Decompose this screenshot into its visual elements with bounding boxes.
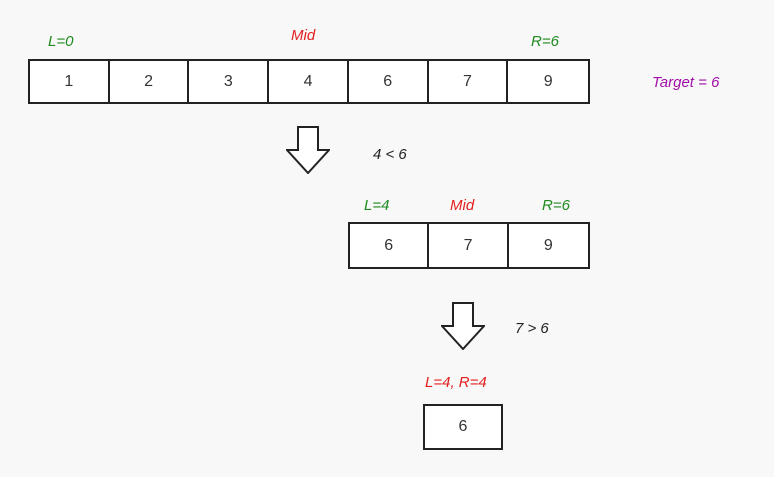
step3-array: 6 — [423, 404, 503, 450]
target-label: Target = 6 — [652, 74, 720, 91]
array-cell: 6 — [458, 418, 468, 435]
down-arrow-icon — [441, 302, 485, 350]
step1-array: 1 2 3 4 6 7 9 — [28, 59, 590, 104]
step2-right-pointer-label: R=6 — [542, 197, 570, 214]
step1-comparison-label: 4 < 6 — [373, 146, 407, 163]
array-cell: 3 — [189, 61, 270, 102]
step2-mid-pointer-label: Mid — [450, 197, 475, 214]
step1-right-pointer-label: R=6 — [531, 33, 559, 50]
array-cell: 6 — [350, 224, 430, 267]
array-cell: 2 — [110, 61, 190, 102]
down-arrow-icon — [286, 126, 330, 174]
step1-mid-pointer-label: Mid — [291, 27, 316, 44]
array-cell: 1 — [30, 61, 110, 102]
step2-comparison-label: 7 > 6 — [515, 320, 549, 337]
array-cell: 6 — [349, 61, 429, 102]
array-cell: 4 — [269, 61, 349, 102]
step2-array: 6 7 9 — [348, 222, 590, 269]
step2-left-pointer-label: L=4 — [364, 197, 390, 214]
step1-left-pointer-label: L=0 — [48, 33, 74, 50]
array-cell: 9 — [543, 72, 553, 90]
array-cell: 9 — [543, 236, 553, 254]
array-cell: 7 — [429, 224, 509, 267]
array-cell: 7 — [429, 61, 509, 102]
step3-pointer-label: L=4, R=4 — [425, 374, 487, 391]
